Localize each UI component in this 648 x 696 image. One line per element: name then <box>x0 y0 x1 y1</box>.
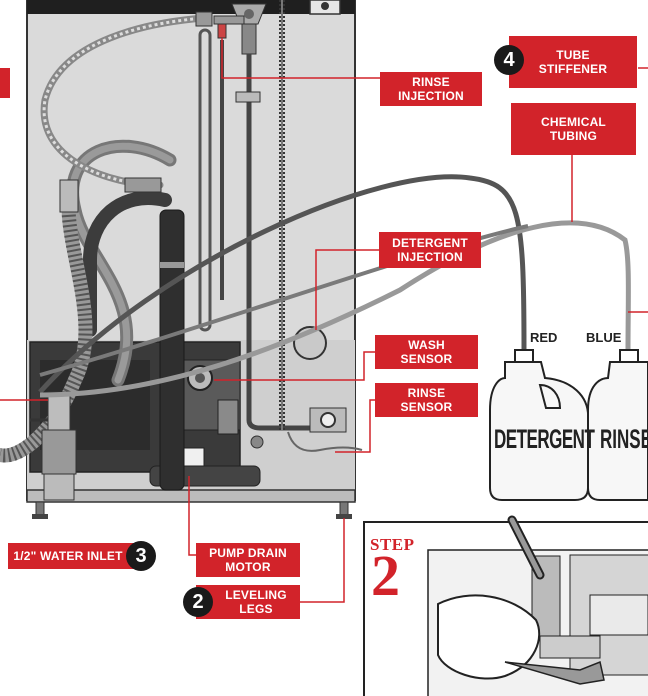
step-badge-2: 2 <box>183 587 213 617</box>
bottle-label-rinse: RINSE <box>600 424 648 455</box>
label-water-inlet-text: 1/2" WATER INLET <box>13 549 123 563</box>
bottle-label-detergent: DETERGENT <box>494 424 595 455</box>
label-wash-sensor-line1: WASH <box>408 338 445 352</box>
label-chemical-tubing-line2: TUBING <box>549 129 598 143</box>
label-detergent-injection: DETERGENT INJECTION <box>379 232 481 268</box>
injection-fittings <box>213 3 267 55</box>
label-rinse-injection-line1: RINSE <box>412 75 450 89</box>
step-word: STEP <box>370 535 415 554</box>
step-badge-4: 4 <box>494 45 524 75</box>
drain-hose <box>159 209 185 491</box>
label-rinse-sensor-line1: RINSE <box>407 386 446 400</box>
water-inlet-valve <box>30 391 77 501</box>
label-leveling-legs-line2: LEGS <box>239 602 273 616</box>
label-water-inlet: 1/2" WATER INLET <box>8 543 146 569</box>
label-pump-drain-motor-line1: PUMP DRAIN <box>209 546 287 560</box>
label-leveling-legs: LEVELING LEGS <box>196 585 300 619</box>
label-chemical-tubing: CHEMICAL TUBING <box>511 103 636 155</box>
step-frame <box>363 515 648 696</box>
label-detergent-injection-line1: DETERGENT <box>392 236 468 250</box>
label-tube-stiffener-line2: STIFFENER <box>538 62 608 76</box>
callout-leaders <box>0 38 648 603</box>
label-tube-stiffener-line1: TUBE <box>556 48 590 62</box>
label-wash-sensor: WASH SENSOR <box>375 335 478 369</box>
label-pump-drain-motor: PUMP DRAIN MOTOR <box>196 543 300 577</box>
label-rinse-injection-line2: INJECTION <box>398 89 464 103</box>
label-tube-stiffener: TUBE STIFFENER <box>509 36 637 88</box>
wrench-drawing <box>504 660 605 685</box>
step-badge-3: 3 <box>126 541 156 571</box>
label-rinse-injection: RINSE INJECTION <box>380 72 482 106</box>
label-rinse-sensor-line2: SENSOR <box>400 400 453 414</box>
label-wash-sensor-line2: SENSOR <box>400 352 453 366</box>
label-chemical-tubing-line1: CHEMICAL <box>541 115 606 129</box>
offscreen-label-stub <box>0 68 10 98</box>
label-leveling-legs-line1: LEVELING <box>225 588 287 602</box>
rinse-sensor <box>309 407 347 433</box>
label-rinse-sensor: RINSE SENSOR <box>375 383 478 417</box>
hand-drawing <box>437 594 541 680</box>
rinse-bottle <box>587 349 648 501</box>
label-detergent-injection-line2: INJECTION <box>397 250 463 264</box>
step-number: 2 <box>371 543 400 608</box>
label-pump-drain-motor-line2: MOTOR <box>225 560 271 574</box>
tube-color-blue: BLUE <box>586 330 622 345</box>
leveling-legs <box>32 501 352 519</box>
detergent-bottle <box>489 349 590 501</box>
tube-color-red: RED <box>530 330 558 345</box>
